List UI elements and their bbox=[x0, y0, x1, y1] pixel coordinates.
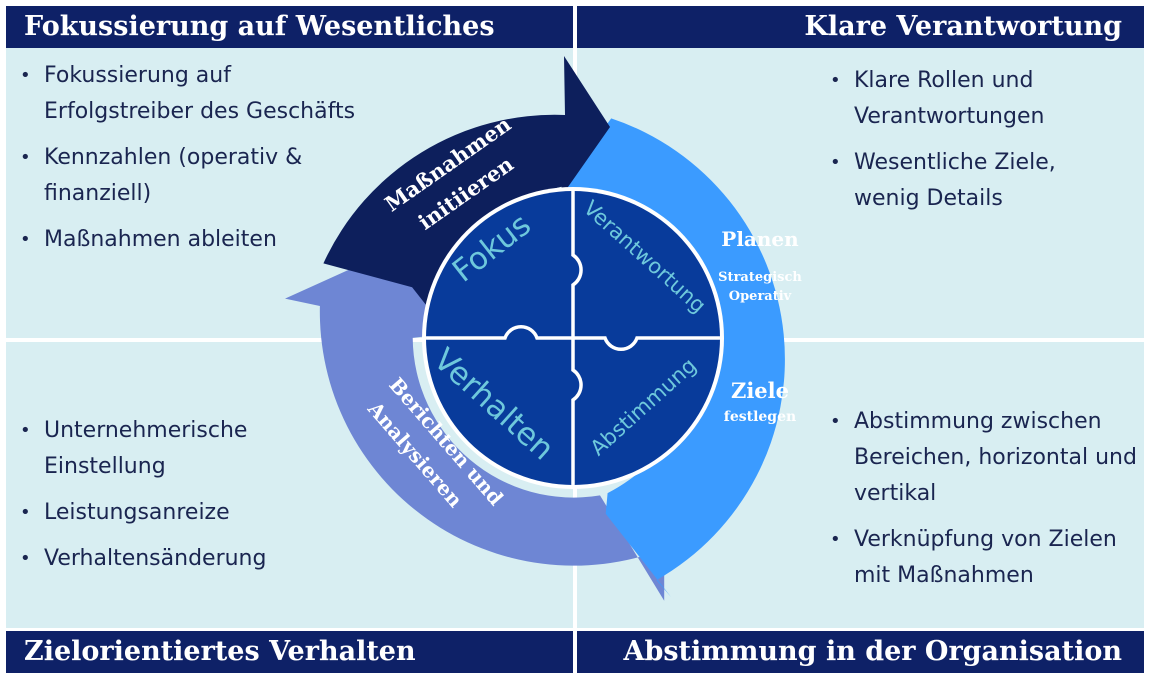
bullet-list-top-right: Klare Rollen und Verantwortungen Wesentl… bbox=[828, 63, 1128, 227]
bullet-list-bottom-right: Abstimmung zwischen Bereichen, horizonta… bbox=[828, 404, 1138, 604]
arrow-label-planen: Planen bbox=[721, 227, 799, 251]
title-zielorientiertes-verhalten: Zielorientiertes Verhalten bbox=[6, 631, 573, 673]
bullet-list-bottom-left: Unternehmerische Einstellung Leistungsan… bbox=[18, 413, 318, 587]
bullet-item: Leistungsanreize bbox=[18, 495, 318, 531]
arrow-berichten-analysieren bbox=[285, 242, 665, 601]
bullet-item: Verhaltensänderung bbox=[18, 541, 318, 577]
bullet-item: Fokussierung auf Erfolgstreiber des Gesc… bbox=[18, 58, 363, 130]
arrow-label-strategisch: Strategisch bbox=[718, 270, 802, 285]
title-abstimmung-organisation: Abstimmung in der Organisation bbox=[577, 631, 1144, 673]
puzzle-seams bbox=[426, 191, 720, 485]
bullet-item: Maßnahmen ableiten bbox=[18, 222, 363, 258]
arrow-planen-ziele bbox=[556, 118, 785, 598]
bullet-item: Wesentliche Ziele, wenig Details bbox=[828, 145, 1128, 217]
bullet-item: Kennzahlen (operativ & finanziell) bbox=[18, 140, 363, 212]
arrow-massnahmen-initiieren bbox=[323, 56, 610, 324]
arrow-label-ziele: Ziele bbox=[731, 378, 789, 403]
arrow-label-festlegen: festlegen bbox=[724, 409, 796, 425]
title-klare-verantwortung: Klare Verantwortung bbox=[577, 6, 1144, 48]
arrow-label-operativ: Operativ bbox=[729, 289, 792, 304]
bullet-item: Verknüpfung von Zielen mit Maßnahmen bbox=[828, 522, 1138, 594]
title-fokussierung: Fokussierung auf Wesentliches bbox=[6, 6, 573, 48]
bullet-list-top-left: Fokussierung auf Erfolgstreiber des Gesc… bbox=[18, 58, 363, 268]
bullet-item: Abstimmung zwischen Bereichen, horizonta… bbox=[828, 404, 1138, 512]
bullet-item: Unternehmerische Einstellung bbox=[18, 413, 318, 485]
bullet-item: Klare Rollen und Verantwortungen bbox=[828, 63, 1128, 135]
